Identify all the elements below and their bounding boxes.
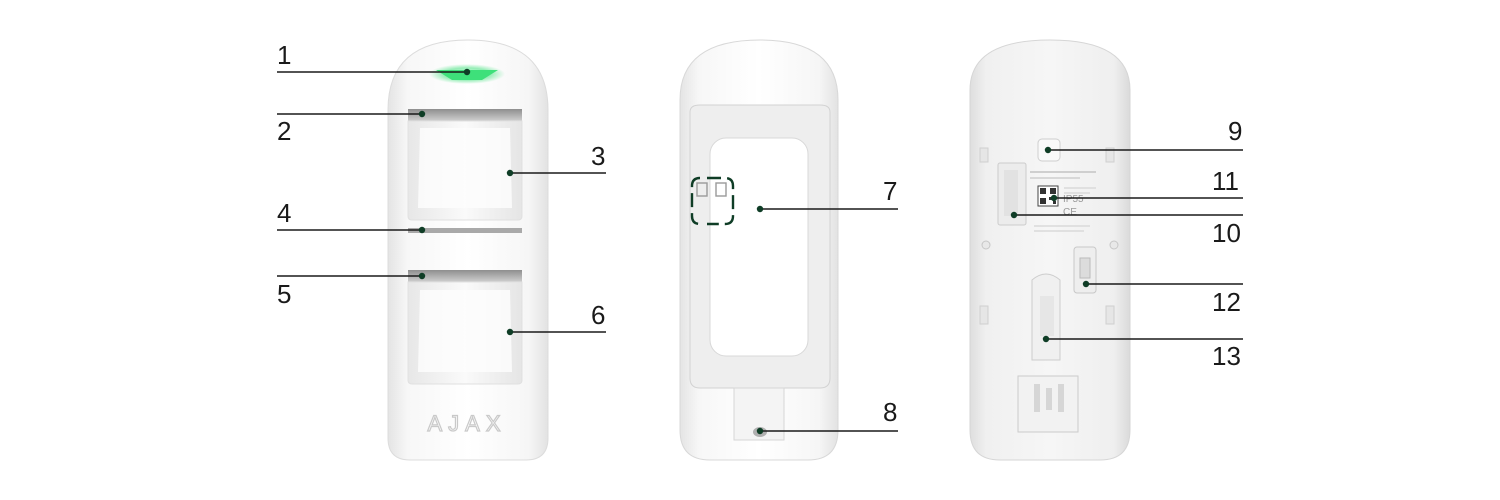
callouts: 1 2 3 4 5 6 [277, 40, 1243, 435]
svg-text:4: 4 [277, 198, 291, 228]
mounting-surface [709, 137, 809, 357]
svg-text:11: 11 [1212, 166, 1239, 196]
svg-text:10: 10 [1212, 218, 1241, 248]
device-rear-panel-view: IP55 CE [969, 39, 1131, 461]
callout-11: 11 [1050, 166, 1243, 202]
callout-2: 2 [277, 110, 426, 146]
brand-logo: AJAX [427, 411, 506, 436]
callout-9: 9 [1044, 116, 1243, 154]
front-housing [387, 39, 549, 461]
device-back-view [679, 39, 839, 461]
ce-mark-text: CE [1063, 207, 1077, 218]
lower-lens-slot [408, 270, 522, 282]
svg-text:12: 12 [1212, 287, 1241, 317]
mount-hole-left [981, 240, 991, 250]
svg-text:8: 8 [883, 397, 897, 427]
device-front-view: AJAX [387, 39, 549, 461]
mask-sensor-slot [408, 228, 522, 233]
ip-rating-text: IP55 [1063, 194, 1084, 205]
svg-text:6: 6 [591, 300, 605, 330]
callout-12: 12 [1082, 280, 1243, 317]
callout-4: 4 [277, 198, 426, 234]
tamper-marker-icon [690, 176, 735, 226]
svg-text:5: 5 [277, 279, 291, 309]
callout-10: 10 [1010, 211, 1243, 248]
product-label: IP55 CE [1030, 171, 1096, 232]
upper-lens-slot [408, 109, 522, 121]
svg-text:3: 3 [591, 141, 605, 171]
callout-6: 6 [506, 300, 606, 336]
svg-text:7: 7 [883, 176, 897, 206]
rear-housing [969, 39, 1131, 461]
svg-text:1: 1 [277, 40, 291, 70]
callout-5: 5 [277, 272, 426, 309]
callout-1: 1 [277, 40, 471, 76]
screw-tab [733, 387, 785, 441]
mount-hole-right [1109, 240, 1119, 250]
svg-text:9: 9 [1228, 116, 1242, 146]
callout-7: 7 [756, 176, 898, 213]
callout-8: 8 [756, 397, 898, 435]
svg-text:13: 13 [1212, 341, 1241, 371]
callout-13: 13 [1042, 335, 1243, 371]
callout-3: 3 [506, 141, 606, 177]
svg-text:2: 2 [277, 116, 291, 146]
